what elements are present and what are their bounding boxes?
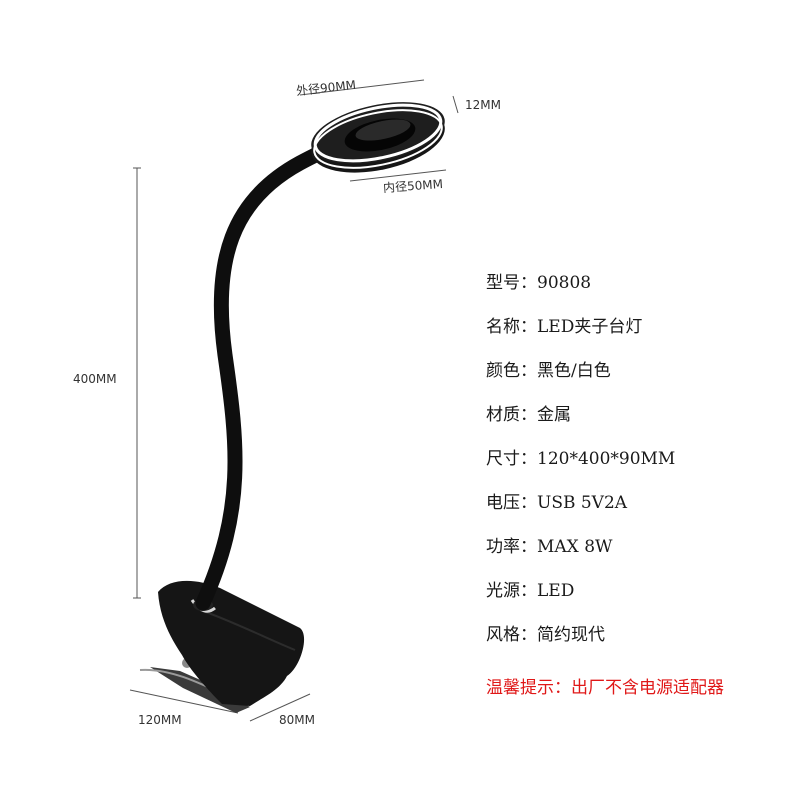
ring-height-label: 12MM (465, 98, 501, 112)
dimension-lines (129, 79, 459, 722)
spec-row-style: 风格：简约现代 (486, 620, 675, 664)
notice-label: 温馨提示 (486, 678, 554, 698)
spec-row-power: 功率：MAX 8W (486, 532, 675, 576)
clip-width-label: 80MM (279, 713, 315, 727)
spec-label: 风格 (486, 625, 520, 645)
spec-label: 电压 (486, 493, 520, 513)
spec-row-size: 尺寸：120*400*90MM (486, 444, 675, 488)
spec-value: MAX 8W (537, 537, 613, 557)
spec-list: 型号：90808 名称：LED夹子台灯 颜色：黑色/白色 材质：金属 尺寸：12… (486, 268, 675, 664)
spec-value: LED (537, 581, 575, 601)
notice-separator: ： (554, 678, 571, 698)
spec-label: 功率 (486, 537, 520, 557)
clip-base (139, 580, 305, 713)
ring-light-head (311, 102, 445, 173)
spec-separator: ： (520, 317, 537, 337)
spec-separator: ： (520, 405, 537, 425)
spec-value: 黑色/白色 (537, 361, 611, 381)
spec-label: 光源 (486, 581, 520, 601)
spec-label: 尺寸 (486, 449, 520, 469)
spec-separator: ： (520, 449, 537, 469)
spec-row-light-source: 光源：LED (486, 576, 675, 620)
spec-separator: ： (520, 625, 537, 645)
spec-row-name: 名称：LED夹子台灯 (486, 312, 675, 356)
spec-row-model: 型号：90808 (486, 268, 675, 312)
notice-text: 温馨提示：出厂不含电源适配器 (486, 673, 724, 698)
spec-row-material: 材质：金属 (486, 400, 675, 444)
spec-label: 颜色 (486, 361, 520, 381)
spec-separator: ： (520, 493, 537, 513)
clip-length-label: 120MM (138, 713, 182, 727)
spec-label: 名称 (486, 317, 520, 337)
spec-value: USB 5V2A (537, 493, 628, 513)
spec-value: LED夹子台灯 (537, 317, 643, 337)
height-label: 400MM (73, 372, 117, 386)
notice-content: 出厂不含电源适配器 (571, 678, 724, 698)
spec-row-color: 颜色：黑色/白色 (486, 356, 675, 400)
spec-label: 型号 (486, 273, 520, 293)
spec-separator: ： (520, 581, 537, 601)
spec-label: 材质 (486, 405, 520, 425)
spec-value: 简约现代 (537, 625, 605, 645)
spec-value: 90808 (537, 273, 592, 293)
spec-separator: ： (520, 361, 537, 381)
gooseneck-arm (195, 140, 343, 611)
spec-value: 金属 (537, 405, 571, 425)
spec-separator: ： (520, 537, 537, 557)
spec-separator: ： (520, 273, 537, 293)
spec-row-voltage: 电压：USB 5V2A (486, 488, 675, 532)
spec-value: 120*400*90MM (537, 449, 676, 469)
